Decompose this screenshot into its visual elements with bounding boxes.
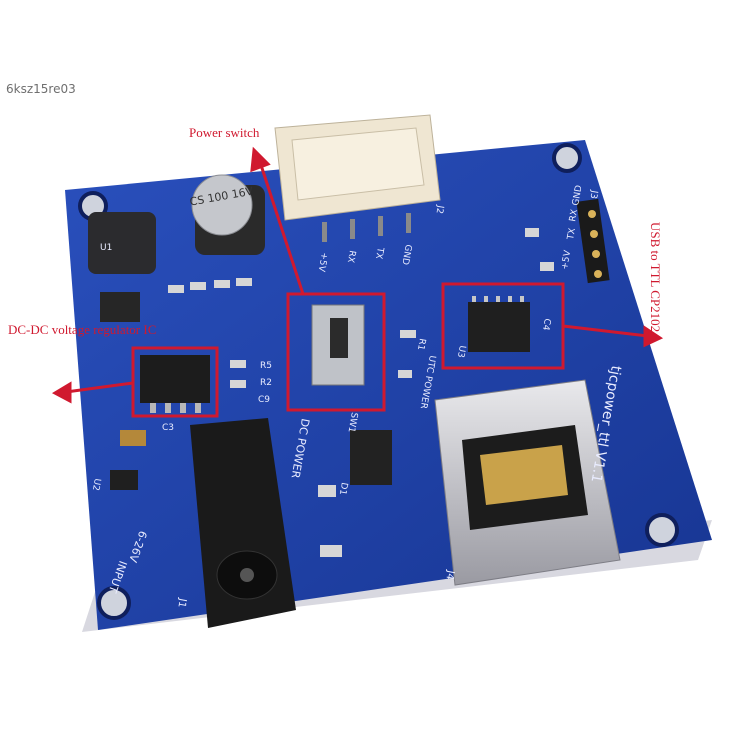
- silk-header-1: +5V: [560, 249, 573, 271]
- silk-ref-j3: J3: [588, 188, 599, 199]
- smd-components: [110, 228, 554, 557]
- silk-ref-r5: R5: [260, 361, 272, 371]
- dcdc-ic: [140, 355, 210, 413]
- inductor: [88, 212, 156, 274]
- callout-usb-to-ttl: USB to TTL CP2102: [648, 222, 663, 333]
- callout-power-switch: Power switch: [189, 125, 260, 140]
- usb-a-port: [434, 379, 621, 586]
- silk-ref-sw1: SW1: [346, 411, 359, 433]
- electrolytic-capacitor: CS 100 16V: [189, 174, 265, 255]
- annotation-box-switch: [286, 292, 386, 412]
- silk-ref-u3: U3: [455, 344, 467, 358]
- mounting-holes: [78, 143, 679, 620]
- silk-pin-2: RX: [345, 249, 357, 263]
- transistor: [100, 292, 140, 322]
- silk-ref-r1: R1: [415, 337, 427, 351]
- silk-ref-u1: U1: [100, 243, 112, 253]
- silk-pin-1: +5V: [316, 251, 329, 273]
- callout-dcdc-regulator: DC-DC voltage regulator IC: [8, 322, 157, 337]
- watermark: 6ksz15re03: [6, 82, 76, 96]
- silk-header-2: TX: [566, 227, 578, 241]
- slide-switch: [311, 304, 365, 386]
- annotation-box-dcdc: [131, 346, 219, 418]
- silk-ref-c4: C4: [540, 317, 552, 331]
- silk-ref-j4: J4: [443, 568, 456, 580]
- arrow-dcdc: [65, 381, 134, 394]
- silk-ref-j1: J1: [175, 596, 188, 608]
- silk-header-3: RX: [568, 209, 580, 223]
- arrow-usb-ttl: [562, 324, 649, 338]
- silk-ref-r2: R2: [260, 378, 272, 388]
- silk-ref-j2: J2: [434, 203, 445, 214]
- annotation-boxes: [131, 282, 565, 418]
- silk-header-4: GND: [571, 184, 584, 206]
- silk-ref-c9: C9: [258, 395, 270, 405]
- silk-ref-c3: C3: [162, 423, 174, 433]
- silk-ref-u2: U2: [90, 477, 102, 491]
- dc-barrel-jack: [190, 418, 296, 628]
- silk-ref-d1: D1: [337, 481, 349, 495]
- pin-header: [576, 198, 610, 284]
- cp2102-chip: [468, 296, 530, 352]
- silk-pin-4: GND: [399, 243, 412, 265]
- annotation-arrows: [51, 146, 664, 404]
- arrow-power-switch: [258, 161, 305, 295]
- diode: [350, 430, 392, 485]
- silk-pin-3: TX: [373, 245, 385, 259]
- jst-connector: [274, 114, 441, 242]
